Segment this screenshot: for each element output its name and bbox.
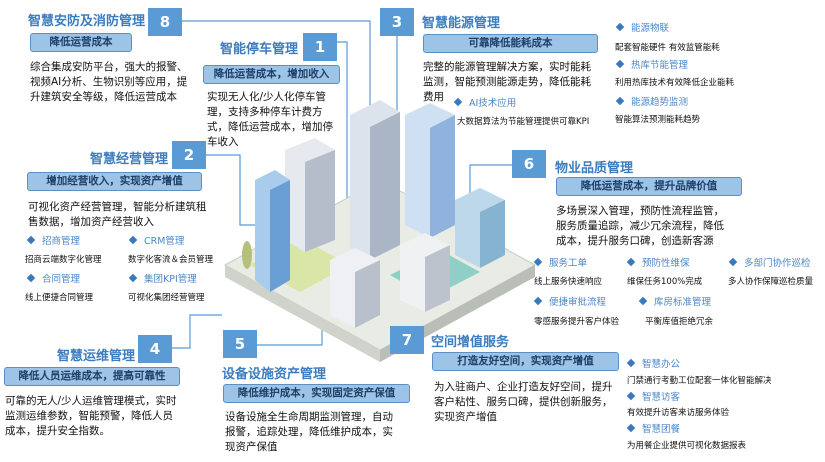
section-tagline: 降低运营成本，提升品牌价值: [556, 177, 742, 196]
section-number-badge: 1: [303, 33, 337, 61]
diamond-bullet-icon: [128, 235, 138, 245]
feature-label: 招商管理: [42, 236, 81, 247]
section-number-badge: 4: [138, 335, 172, 363]
feature-label: 集团KPI管理: [144, 274, 197, 285]
feature-item: 智慧团餐: [626, 421, 681, 435]
feature-text: 数字化客流＆会员管理: [128, 255, 214, 265]
diamond-bullet-icon: [626, 391, 636, 401]
diamond-bullet-icon: [615, 59, 625, 69]
feature-label: 智慧访客: [642, 392, 681, 403]
feature-label: 库房标准管理: [654, 297, 712, 308]
section-title: 智慧安防及消防管理: [28, 14, 146, 29]
section-title: 物业品质管理: [555, 161, 634, 176]
diamond-bullet-icon: [626, 257, 636, 267]
section-title: 空间增值服务: [431, 335, 510, 350]
feature-label: AI技术应用: [469, 98, 517, 109]
feature-text: 可视化集团经营管理: [128, 293, 205, 303]
feature-text: 线上服务快速响应: [534, 277, 603, 287]
diamond-bullet-icon: [533, 296, 543, 306]
connector-lines: [172, 20, 512, 349]
section-description: 为入驻商户、企业打造友好空间，提升客户粘性、服务口碑，提供创新服务，实现资产增值: [434, 381, 613, 423]
section-title: 设备设施资产管理: [222, 367, 327, 382]
section-tagline: 降低人员运维成本，提高可靠性: [4, 367, 180, 386]
section-description: 综合集成安防平台，强大的报警、视频AI分析、生物识别等应用，提升建筑安全等级，降…: [30, 61, 188, 103]
feature-item: CRM管理: [128, 233, 185, 247]
diamond-bullet-icon: [615, 22, 625, 32]
feature-label: 预防性维保: [642, 258, 690, 269]
section-description: 可视化资产经营管理，智能分析建筑租售数据，增加资产经营收入: [28, 201, 207, 228]
feature-item: AI技术应用: [453, 95, 517, 109]
diamond-bullet-icon: [128, 273, 138, 283]
feature-text: 配套智能硬件 有效监管能耗: [615, 43, 720, 53]
section-number-badge: 6: [512, 150, 546, 178]
diamond-bullet-icon: [26, 235, 36, 245]
feature-item: 便捷审批流程: [533, 294, 607, 308]
feature-text: 大数据算法为节能管理提供可靠KPI: [457, 117, 590, 127]
section-description: 实现无人化/少人化停车管理，支持多种停车计费方式，降低运营成本，增加停车收入: [207, 91, 333, 148]
diamond-bullet-icon: [453, 97, 463, 107]
feature-label: 智慧团餐: [642, 424, 681, 435]
feature-text: 智能算法预测能耗趋势: [615, 115, 701, 125]
section-number-badge: 5: [223, 330, 257, 358]
feature-text: 平衡库值拒绝冗余: [645, 317, 714, 327]
section-description: 完整的能源管理解决方案，实时能耗监测，智能预测能源走势，降低能耗费用: [423, 61, 591, 103]
feature-item: 智慧办公: [626, 356, 681, 370]
feature-item: 服务工单: [533, 255, 588, 269]
section-tagline: 降低维护成本，实现固定资产保值: [223, 384, 410, 403]
feature-label: 能源物联: [631, 23, 670, 34]
section-tagline: 增加经营收入，实现资产增值: [27, 172, 202, 191]
diamond-bullet-icon: [615, 96, 625, 106]
feature-label: 多部门协作巡检: [744, 258, 811, 269]
section-tagline: 打造友好空间，实现资产增值: [432, 352, 619, 371]
feature-label: 能源趋势监测: [631, 97, 689, 108]
section-description: 设备设施全生命周期监测管理，自动报警，追踪处理，降低维护成本，实现资产保值: [225, 411, 393, 453]
feature-item: 热库节能管理: [615, 57, 689, 71]
feature-text: 门禁通行考勤工位配套一体化智能解决: [627, 376, 772, 386]
feature-label: 智慧办公: [642, 359, 681, 370]
diamond-bullet-icon: [533, 257, 543, 267]
feature-text: 招商云端数字化管理: [25, 255, 102, 265]
section-title: 智慧能源管理: [422, 16, 501, 31]
feature-text: 为用餐企业提供可视化数据报表: [627, 441, 747, 451]
feature-item: 集团KPI管理: [128, 271, 197, 285]
section-description: 多场景深入管理，预防性流程监管，服务质量追踪，减少冗余流程，降低成本，提升服务口…: [556, 205, 724, 247]
feature-label: 便捷审批流程: [549, 297, 607, 308]
section-tagline: 可靠降低能耗成本: [423, 34, 598, 53]
feature-text: 多人协作保障巡检质量: [728, 277, 814, 287]
section-number-badge: 7: [390, 326, 424, 354]
feature-item: 能源趋势监测: [615, 94, 689, 108]
section-tagline: 降低运营成本，增加收入: [203, 65, 340, 84]
section-number-badge: 2: [172, 141, 206, 169]
feature-text: 零感服务提升客户体验: [534, 317, 620, 327]
diamond-bullet-icon: [26, 273, 36, 283]
feature-item: 智慧访客: [626, 389, 681, 403]
section-tagline: 降低运营成本: [30, 33, 132, 52]
feature-label: 热库节能管理: [631, 60, 689, 71]
feature-item: 能源物联: [615, 20, 670, 34]
section-number-badge: 3: [380, 8, 414, 36]
feature-label: 合同管理: [42, 274, 81, 285]
diamond-bullet-icon: [626, 423, 636, 433]
feature-item: 多部门协作巡检: [728, 255, 811, 269]
feature-label: 服务工单: [549, 258, 588, 269]
section-description: 可靠的无人/少人运维管理模式，实时监测运维参数，智能预警，降低人员成本，提升安全…: [5, 395, 177, 437]
section-title: 智慧运维管理: [57, 349, 136, 364]
feature-item: 合同管理: [26, 271, 81, 285]
feature-text: 线上便捷合同管理: [25, 293, 94, 303]
section-title: 智能停车管理: [220, 42, 299, 57]
diamond-bullet-icon: [626, 358, 636, 368]
feature-item: 库房标准管理: [638, 294, 712, 308]
feature-label: CRM管理: [144, 236, 185, 247]
buildings: [242, 100, 505, 328]
feature-text: 有效提升访客来访服务体验: [627, 408, 730, 418]
diamond-bullet-icon: [728, 257, 738, 267]
section-title: 智慧经营管理: [90, 152, 169, 167]
feature-item: 招商管理: [26, 233, 81, 247]
section-number-badge: 8: [148, 8, 182, 36]
diamond-bullet-icon: [638, 296, 648, 306]
feature-item: 预防性维保: [626, 255, 690, 269]
feature-text: 利用热库技术有效降低企业能耗: [615, 78, 735, 88]
feature-text: 维保任务100%完成: [627, 277, 703, 287]
